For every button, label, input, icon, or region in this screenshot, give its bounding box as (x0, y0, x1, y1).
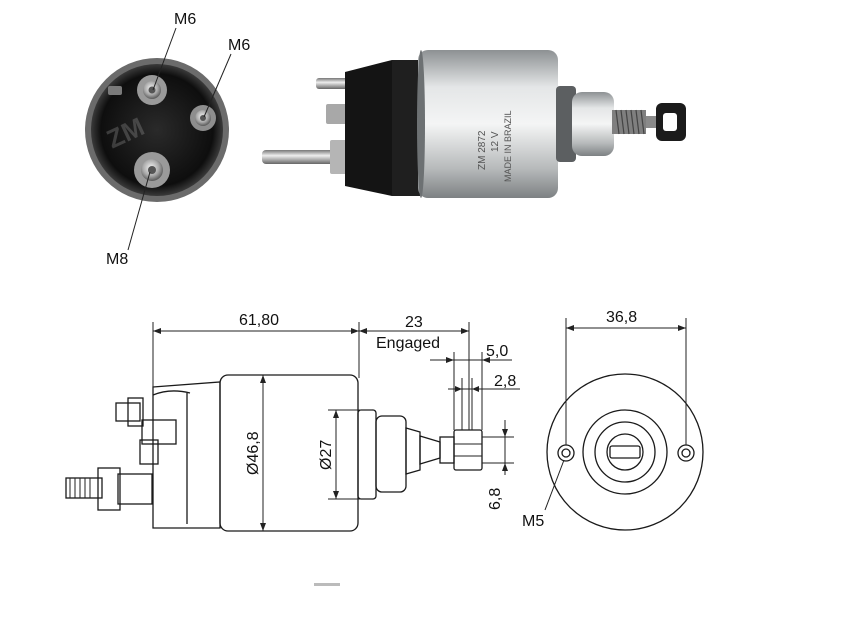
bottom-mark (314, 583, 340, 586)
drawing-thread-hatch (69, 478, 91, 498)
dim-flange-width: 36,8 (606, 309, 637, 326)
drawing-body-outline (219, 374, 359, 532)
drawing-cap-curve (152, 390, 191, 396)
leader-top-stud (152, 27, 177, 91)
drawing-left-mount-hole (557, 444, 575, 462)
drawing-side-dimensions: 61,80 23 Engaged 5,0 2,8 6,8 Ø46,8 Ø2 (152, 312, 520, 531)
drawing-right-mount-hole (677, 444, 695, 462)
drawing-plunger-taper (419, 435, 441, 465)
marking-line-3: MADE IN BRAZIL (503, 110, 513, 182)
drawing-plunger-shaft (439, 436, 455, 464)
label-top-stud: M6 (174, 11, 196, 28)
body-marking: ZM 2872 12 V MADE IN BRAZIL (477, 110, 513, 182)
black-cap-flange (392, 60, 420, 196)
drawing-nose-housing (375, 415, 407, 493)
small-terminal (108, 86, 122, 95)
leader-bottom-stud (127, 171, 151, 251)
spring-coils (615, 109, 645, 135)
drawing-front-view (546, 373, 704, 531)
photo-side-view: ZM 2872 12 V MADE IN BRAZIL (262, 50, 686, 198)
body-edge (417, 50, 425, 198)
dim-body-length: 61,80 (239, 312, 279, 329)
drawing-mid-nut (139, 439, 159, 465)
drawing-inner-ring (594, 421, 656, 483)
drawing-cap-outline (152, 381, 221, 529)
drawing-side-view (65, 374, 483, 532)
drawing-m8-nut (97, 467, 121, 511)
drawing-nose-tip (405, 427, 421, 475)
solenoid-body (418, 50, 558, 198)
drawing-nose-circle (582, 409, 668, 495)
dim-nose-diameter: Ø27 (318, 440, 335, 470)
nose-ring (556, 86, 576, 162)
top-stud-thread (148, 86, 156, 94)
upper-stud-m6 (316, 78, 352, 89)
dim-mount-thread: M5 (522, 513, 544, 530)
photo-end-view: ZM (85, 58, 229, 202)
drawing-m8-washer (117, 473, 153, 505)
dim-eye-width: 5,0 (486, 343, 508, 360)
nose-housing (572, 92, 614, 156)
plunger-eye-hole (663, 113, 677, 131)
drawing-plunger-circle (606, 433, 644, 471)
drawing-plunger-eye (453, 429, 483, 471)
drawing-terminal-block (141, 419, 177, 445)
drawing-plunger-eye-end (609, 445, 641, 459)
photo-end-labels: M6 M6 M8 (106, 11, 250, 268)
dim-stroke: 23 (405, 314, 423, 331)
label-right-stud: M6 (228, 37, 250, 54)
drawing-m8-thread (65, 477, 103, 499)
dim-body-diameter: Ø46,8 (245, 431, 262, 475)
drawing-right-mount-bore (681, 448, 691, 458)
dim-stroke-note: Engaged (376, 335, 440, 352)
drawing-front-dimensions: 36,8 M5 (522, 309, 687, 530)
dim-eye-hole: 2,8 (494, 373, 516, 390)
drawing-nose-ring (357, 409, 377, 500)
label-bottom-stud: M8 (106, 251, 128, 268)
leader-mount-thread (544, 459, 565, 511)
marking-line-1: ZM 2872 (477, 130, 488, 170)
drawing-left-mount-bore (561, 448, 571, 458)
marking-line-2: 12 V (490, 131, 501, 152)
bottom-stud-thread (148, 166, 156, 174)
main-stud-m8 (262, 150, 342, 164)
end-cap-face (91, 64, 223, 196)
right-stud-thread (200, 115, 206, 121)
drawing-upper-washer (127, 397, 144, 427)
drawing-flange-outline (546, 373, 704, 531)
dim-eye-height: 6,8 (487, 488, 504, 510)
leader-right-stud (203, 53, 232, 118)
